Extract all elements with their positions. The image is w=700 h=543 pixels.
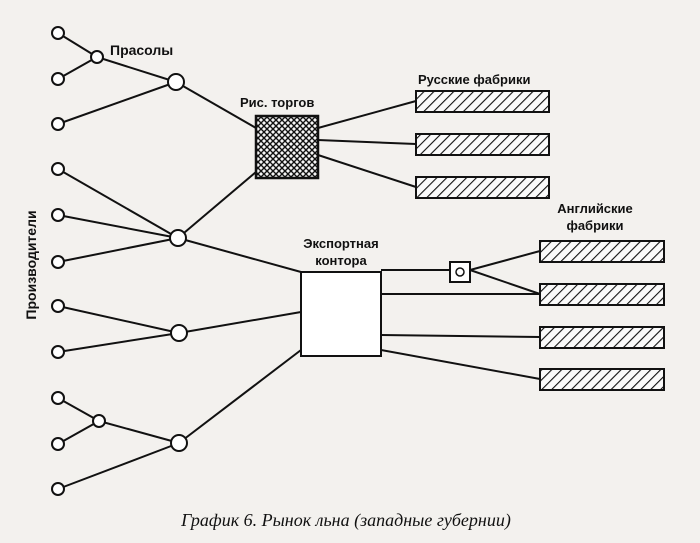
export-office-label-line1: Экспортная [303,236,378,251]
english-factory-bar [539,368,665,391]
collection-node [169,229,187,247]
prasoly-node-top [90,50,104,64]
collection-node [170,324,188,342]
collection-node [170,434,188,452]
traders-box [254,114,320,180]
traders-label: Рис. торгов [240,95,314,110]
producer-node [51,299,65,313]
export-office-box [300,271,382,357]
producer-node [51,255,65,269]
russian-factory-bar [415,176,550,199]
collection-node [167,73,185,91]
export-office-label-line2: контора [315,253,367,268]
producer-node [51,117,65,131]
connector-lines [57,32,541,490]
figure-caption: График 6. Рынок льна (западные губернии) [180,510,511,531]
producer-nodes [51,26,65,496]
labels: Производители Прасолы Рис. торгов Русски… [23,42,633,531]
russian-factory-bar [415,90,550,113]
russian-factory-bar [415,133,550,156]
english-factories-label-line2: фабрики [566,218,623,233]
producer-node [51,208,65,222]
english-factory-bar [539,326,665,349]
intermediary-nodes [90,50,188,452]
russian-factory-bars [415,90,550,199]
prasoly-node-bottom [92,414,106,428]
english-factories-label-line1: Английские [557,201,633,216]
producer-node [51,26,65,40]
producers-label: Производители [23,210,39,319]
english-factory-bars [539,240,665,391]
prasoly-label: Прасолы [110,42,173,58]
english-factory-bar [539,240,665,263]
producer-node [51,482,65,496]
russian-factories-label: Русские фабрики [418,72,530,87]
producer-node [51,391,65,405]
english-factory-bar [539,283,665,306]
small-agent-node [455,267,465,277]
producer-node [51,162,65,176]
producer-node [51,437,65,451]
producer-node [51,72,65,86]
producer-node [51,345,65,359]
